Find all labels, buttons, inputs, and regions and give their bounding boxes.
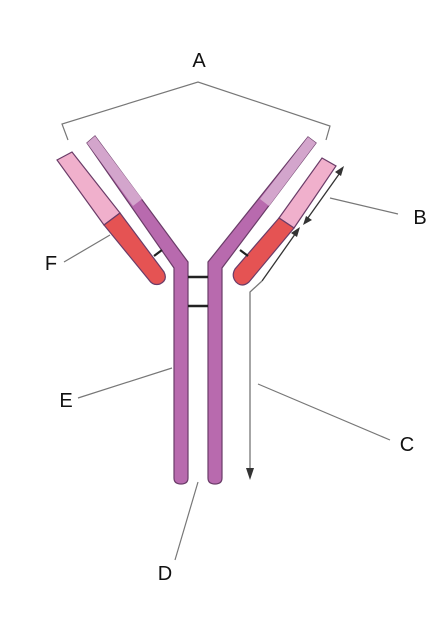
- label-e: E: [59, 390, 72, 412]
- light-chain-right: [232, 157, 337, 286]
- arrowhead-4: [246, 468, 254, 480]
- light-chain-left-variable: [103, 212, 166, 286]
- arrowhead-2: [303, 216, 312, 225]
- arrow-heavy-chain-length: [249, 280, 263, 470]
- leader-b: [329, 197, 399, 215]
- light-chain-right-variable: [232, 217, 295, 286]
- label-a: A: [192, 50, 206, 72]
- heavy-chain-right: [207, 136, 317, 485]
- disulfide-bond-right-arm: [239, 249, 249, 257]
- label-d: D: [158, 563, 172, 585]
- light-chain-left: [56, 151, 166, 286]
- arrow-constant-region: [261, 229, 299, 282]
- label-f: F: [45, 253, 57, 275]
- leader-f: [63, 234, 111, 263]
- leader-c: [257, 383, 391, 441]
- bracket-a: [61, 81, 331, 141]
- heavy-chain-right-variable: [260, 137, 316, 206]
- arrow-variable-region: [304, 169, 343, 223]
- arrowhead-1: [335, 166, 344, 176]
- leader-e: [77, 367, 173, 399]
- leader-d: [174, 481, 199, 561]
- label-c: C: [400, 434, 414, 456]
- heavy-chain-left-variable: [87, 136, 142, 206]
- heavy-chain-left: [86, 135, 189, 485]
- disulfide-bond-left-arm: [153, 249, 163, 257]
- label-b: B: [413, 207, 426, 229]
- arrowhead-3: [291, 227, 300, 237]
